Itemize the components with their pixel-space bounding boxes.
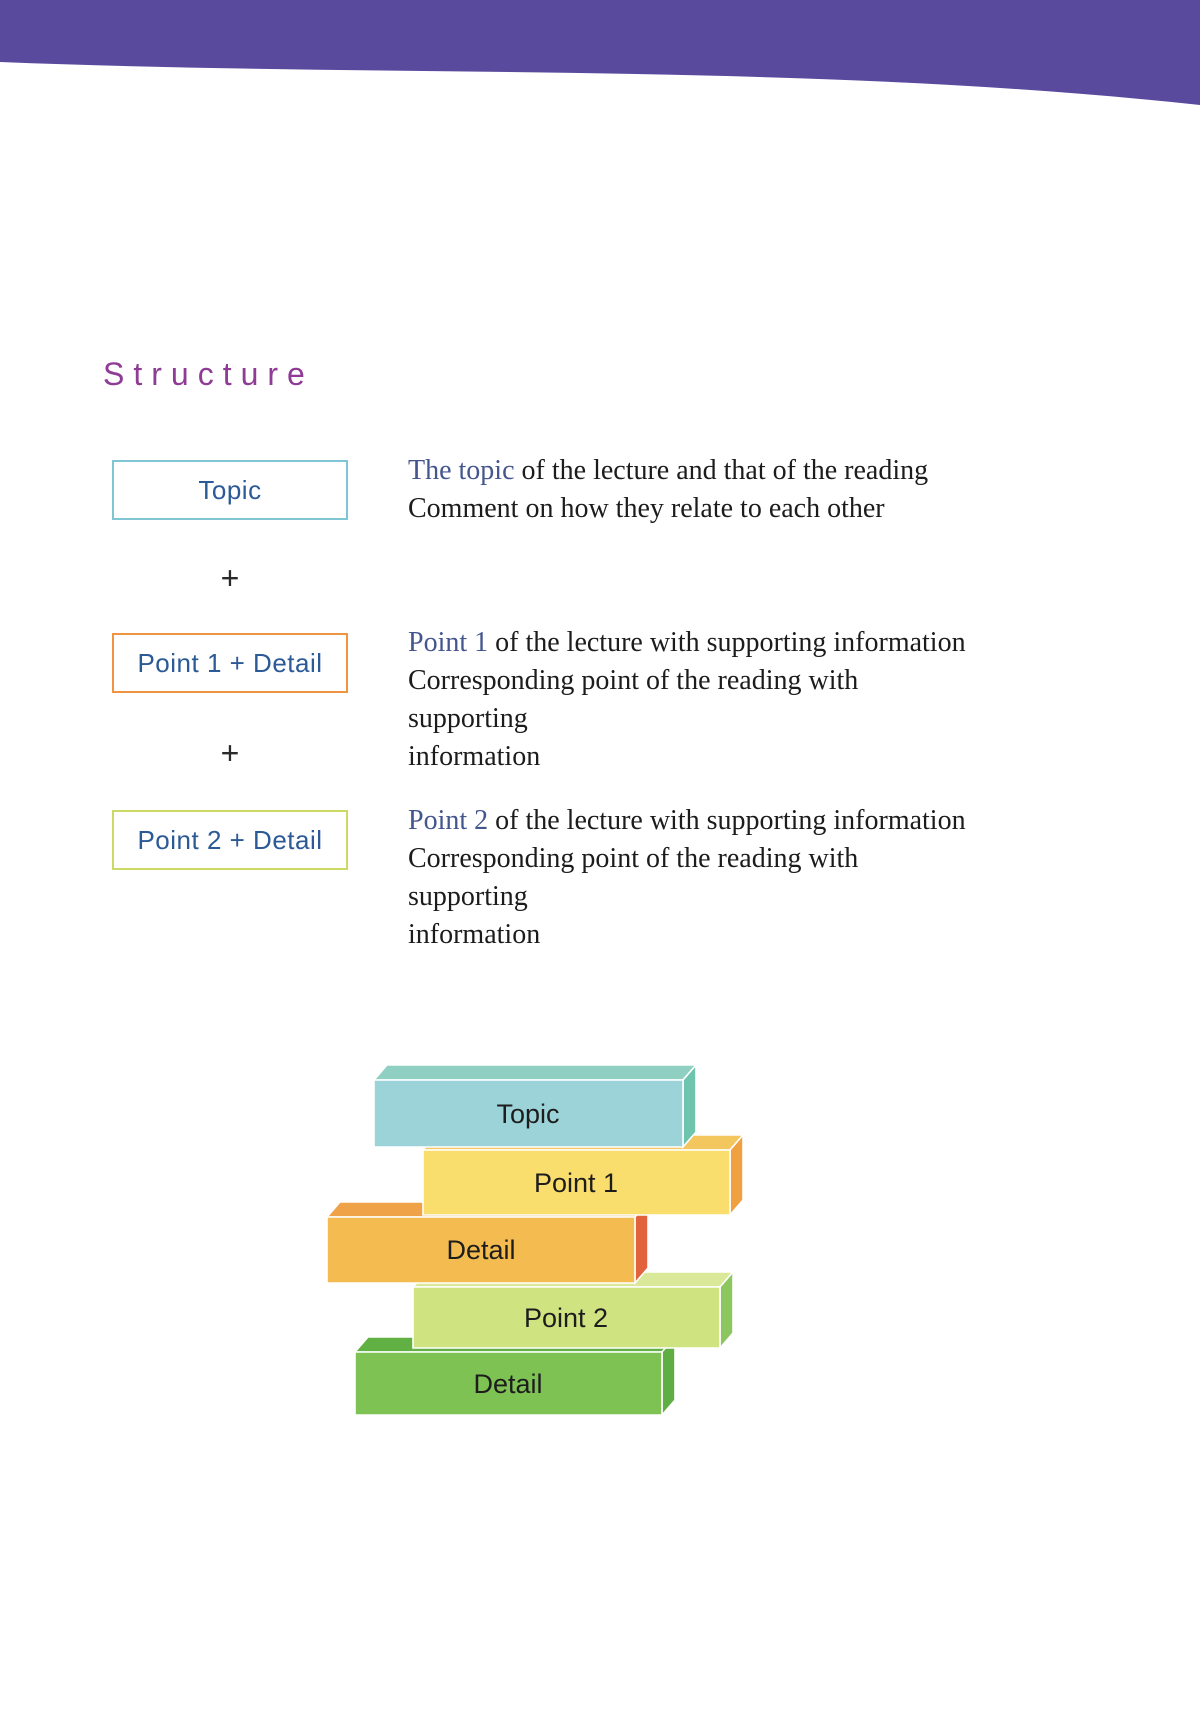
block-point1-side-face bbox=[729, 1132, 744, 1218]
page-title: Structure bbox=[103, 356, 314, 392]
point2-description-line3: information bbox=[408, 919, 541, 950]
point2-description-line1: Point 2 of the lecture with supporting i… bbox=[408, 802, 978, 840]
block-detail2-label: Detail bbox=[473, 1369, 542, 1399]
block-point1-label: Point 1 bbox=[534, 1168, 618, 1198]
topic-description-lead: The topic bbox=[408, 455, 515, 486]
point2-box: Point 2 + Detail bbox=[112, 810, 348, 870]
point2-description-rest: of the lecture with supporting informati… bbox=[488, 805, 966, 836]
point1-box-label: Point 1 + Detail bbox=[137, 647, 323, 678]
structure-diagram: Detail Point 2 Detail Point 1 bbox=[325, 1062, 745, 1418]
plus-sign-1: + bbox=[220, 560, 240, 596]
point2-description-lead: Point 2 bbox=[408, 805, 489, 836]
header-band bbox=[0, 0, 1200, 105]
point1-description-line1: Point 1 of the lecture with supporting i… bbox=[408, 624, 978, 662]
topic-description-line2: Comment on how they relate to each other bbox=[408, 493, 885, 524]
block-detail1-label: Detail bbox=[446, 1235, 515, 1265]
point1-description: Point 1 of the lecture with supporting i… bbox=[408, 624, 978, 776]
block-point1-front-face bbox=[422, 1149, 731, 1216]
point1-description-rest: of the lecture with supporting informati… bbox=[488, 627, 966, 658]
plus-sign-2: + bbox=[220, 735, 240, 771]
block-detail1-front-face bbox=[326, 1216, 636, 1284]
topic-description: The topic of the lecture and that of the… bbox=[408, 452, 978, 528]
topic-box-label: Topic bbox=[198, 474, 262, 505]
topic-box: Topic bbox=[112, 460, 348, 520]
block-point2-label: Point 2 bbox=[524, 1303, 608, 1333]
block-topic: Topic bbox=[372, 1062, 698, 1150]
point1-description-line3: information bbox=[408, 741, 541, 772]
block-topic-top-face bbox=[372, 1064, 698, 1081]
point2-box-label: Point 2 + Detail bbox=[137, 824, 323, 855]
point2-description-line2: Corresponding point of the reading with … bbox=[408, 843, 859, 912]
block-point2-front-face bbox=[412, 1286, 721, 1349]
topic-description-rest: of the lecture and that of the reading bbox=[514, 455, 929, 486]
block-topic-side-face bbox=[682, 1062, 697, 1150]
block-detail2-front-face bbox=[354, 1351, 663, 1416]
point2-description: Point 2 of the lecture with supporting i… bbox=[408, 802, 978, 954]
point1-description-line2: Corresponding point of the reading with … bbox=[408, 665, 859, 734]
header-band-shape bbox=[0, 0, 1200, 105]
topic-description-line1: The topic of the lecture and that of the… bbox=[408, 452, 978, 490]
block-topic-front-face bbox=[373, 1079, 684, 1148]
block-topic-label: Topic bbox=[496, 1099, 559, 1129]
point1-description-lead: Point 1 bbox=[408, 627, 489, 658]
point1-box: Point 1 + Detail bbox=[112, 633, 348, 693]
